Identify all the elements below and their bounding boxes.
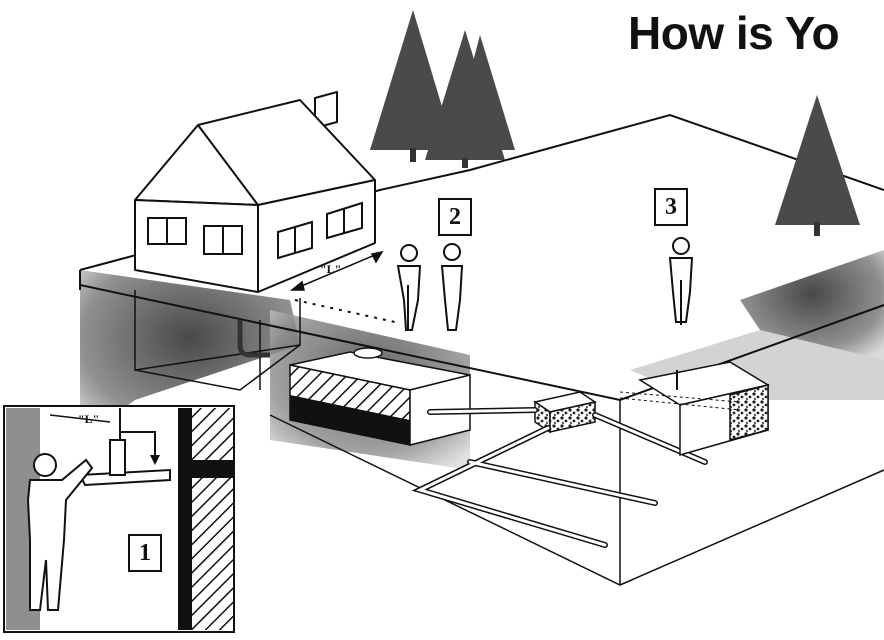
house (134, 91, 376, 293)
house-length-label: "L" (320, 262, 342, 276)
callout-3: 3 (654, 188, 688, 226)
house-dimension-arrow (289, 250, 384, 291)
house-windows (147, 201, 363, 260)
person-probe-3 (668, 237, 694, 325)
dotted-line (294, 299, 396, 323)
inset-length-label: "L" (78, 412, 100, 426)
callout-2: 2 (438, 198, 472, 236)
inset-person (26, 453, 94, 611)
septic-tank (289, 347, 471, 446)
callout-1: 1 (128, 534, 162, 572)
basement (134, 290, 301, 391)
person-2b (440, 243, 464, 331)
tree-cluster (370, 10, 860, 236)
page-title: How is Yo (628, 7, 840, 59)
distribution-box (533, 391, 597, 434)
leach-field-trench (619, 361, 770, 456)
drain-pipes-inner (415, 408, 707, 547)
person-probe-2a (396, 244, 422, 331)
